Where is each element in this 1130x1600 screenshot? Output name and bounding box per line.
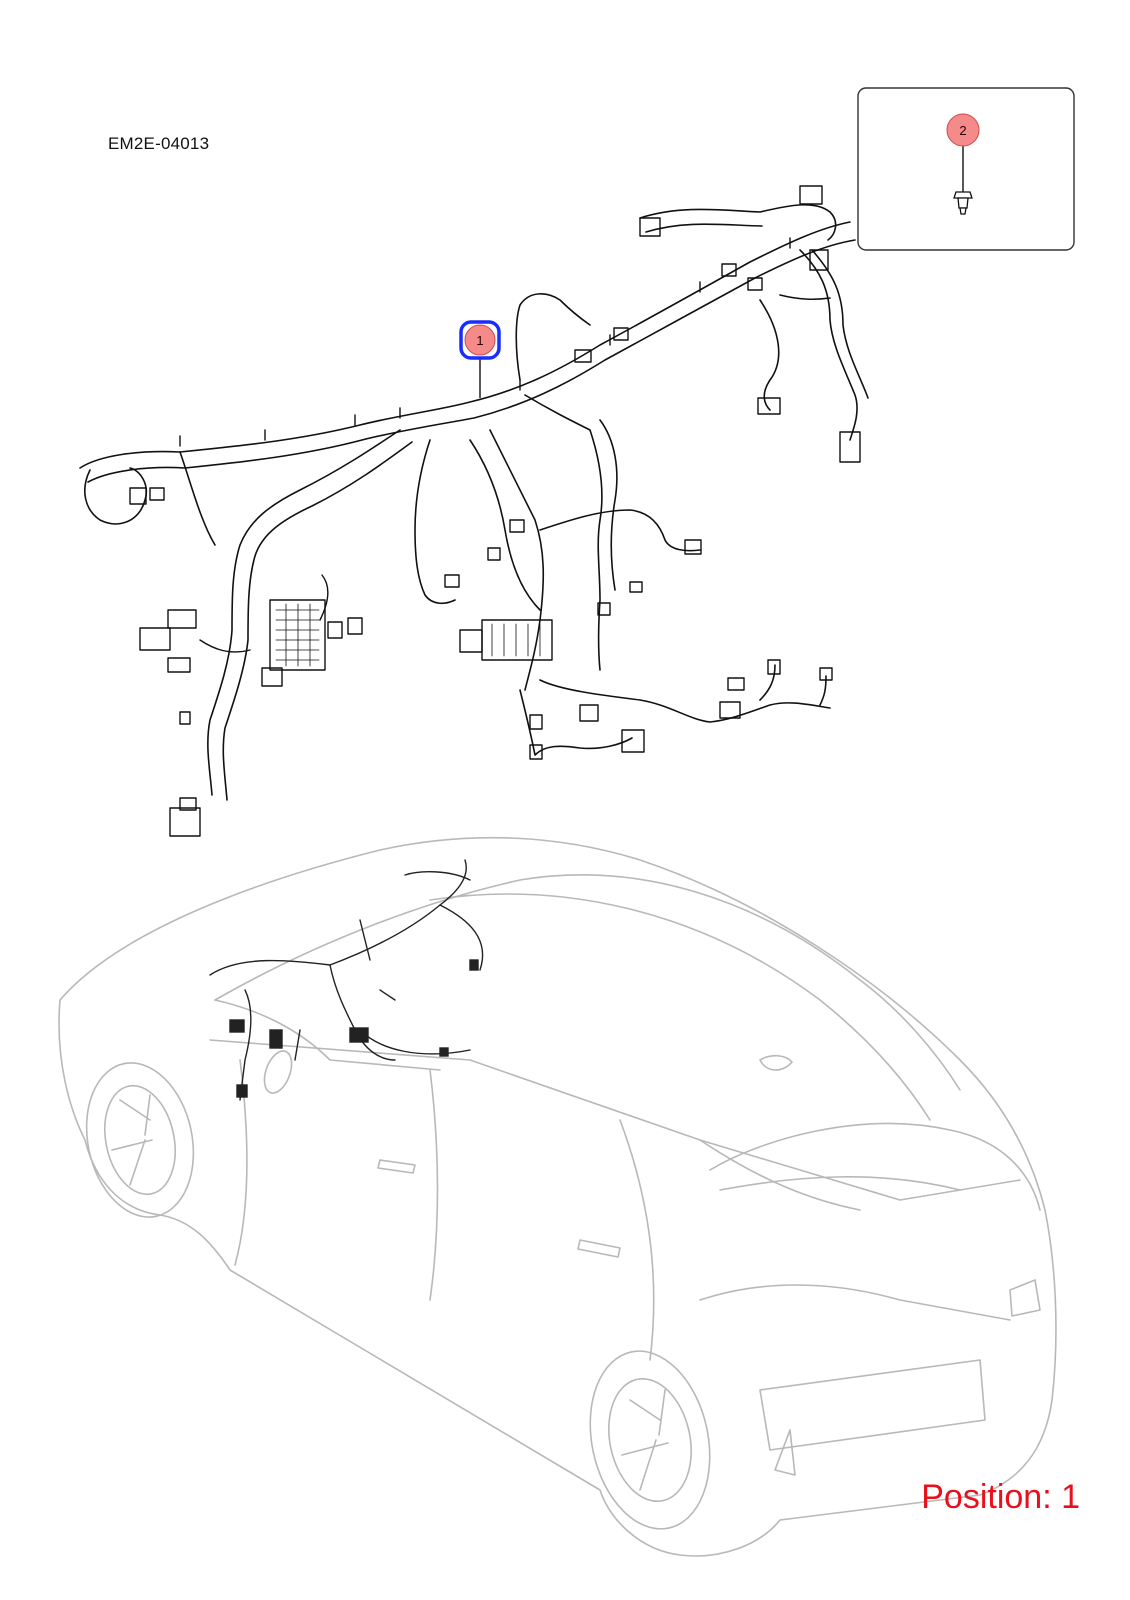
detail-inset[interactable]: 2 [857, 87, 1075, 251]
callout-2-marker [946, 113, 980, 147]
callout-1-selection-ring [459, 320, 501, 360]
detail-inset-frame [857, 87, 1075, 251]
wiring-harness [79, 185, 869, 837]
callout-2[interactable]: 2 [946, 113, 980, 192]
diagram-code: EM2E-04013 [108, 134, 210, 153]
callout-1-label: 1 [476, 333, 483, 348]
callout-1-marker [464, 324, 496, 356]
vehicle-outline [58, 836, 1057, 1557]
position-label: Position: 1 [921, 1478, 1080, 1516]
clip-fastener-drawing [953, 191, 973, 215]
callout-2-label: 2 [959, 123, 966, 138]
vehicle-harness-overview [209, 859, 484, 1101]
callout-1[interactable]: 1 [459, 320, 501, 398]
